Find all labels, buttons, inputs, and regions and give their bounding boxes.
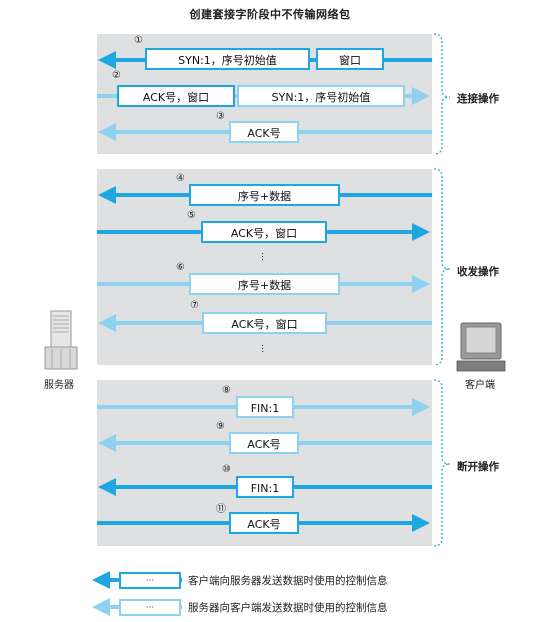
legend-box-light: ··· [119, 599, 181, 616]
message-number-10: ⑩ [222, 464, 231, 475]
message-number-4: ④ [176, 173, 185, 184]
message-3-box-ack: ACK号 [229, 121, 299, 143]
message-8-box-fin: FIN:1 [236, 396, 294, 418]
ellipsis-lower: … [259, 344, 269, 353]
ellipsis-upper: … [259, 252, 269, 261]
phase-label-disconnect: 断开操作 [457, 461, 499, 473]
message-number-5: ⑤ [187, 210, 196, 221]
message-number-3: ③ [216, 111, 225, 122]
message-2-box-syn: SYN:1，序号初始值 [237, 85, 405, 107]
message-number-8: ⑧ [222, 385, 231, 396]
client-label: 客户端 [465, 380, 495, 391]
brace-connect [433, 33, 451, 155]
message-10-box-fin: FIN:1 [236, 476, 294, 498]
phase-label-transfer: 收发操作 [457, 266, 499, 278]
message-number-9: ⑨ [216, 421, 225, 432]
server-label: 服务器 [44, 380, 74, 391]
message-number-1: ① [134, 35, 143, 46]
legend-box-dark: ··· [119, 572, 181, 589]
legend-text-light: 服务器向客户端发送数据时使用的控制信息 [188, 602, 388, 614]
message-number-7: ⑦ [190, 300, 199, 311]
message-4-box-seq-data: 序号+数据 [189, 184, 340, 206]
message-9-box-ack: ACK号 [229, 432, 299, 454]
message-1-box-syn: SYN:1，序号初始值 [145, 48, 310, 70]
message-number-6: ⑥ [176, 262, 185, 273]
message-number-11: ⑪ [216, 504, 226, 515]
message-5-box-ack-window: ACK号，窗口 [201, 221, 327, 243]
phase-label-connect: 连接操作 [457, 93, 499, 105]
server-icon [44, 310, 78, 370]
legend-text-dark: 客户端向服务器发送数据时使用的控制信息 [188, 575, 388, 587]
message-11-box-ack: ACK号 [229, 512, 299, 534]
client-icon [456, 322, 506, 372]
message-2-box-ack: ACK号，窗口 [117, 85, 235, 107]
brace-transfer [433, 168, 451, 366]
brace-disconnect [433, 379, 451, 547]
diagram-title: 创建套接字阶段中不传输网络包 [189, 8, 351, 21]
message-7-box-ack-window: ACK号，窗口 [202, 312, 327, 334]
message-1-box-window: 窗口 [316, 48, 384, 70]
message-number-2: ② [112, 70, 121, 81]
message-6-box-seq-data: 序号+数据 [189, 273, 340, 295]
